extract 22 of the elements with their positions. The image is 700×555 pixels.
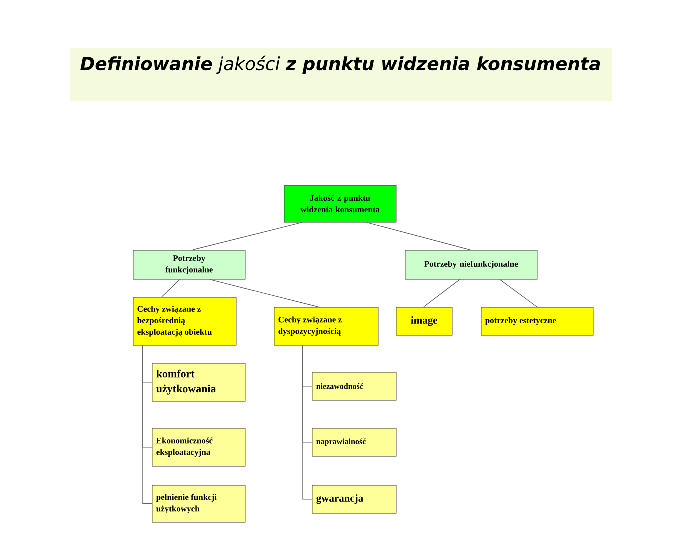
connector-line [424,279,460,308]
feature-box: Cechy związane z bezpośrednią eksploatacją obiektu [133,297,237,346]
feature-box: Cechy związane z dyspozycyjnością [274,307,379,346]
connector-line [142,345,152,504]
title-banner: Definiowanie jakości z punktu widzenia konsumenta [70,48,612,101]
attribute-box: naprawialność [312,428,397,457]
category-box: Potrzeby funkcjonalne [133,250,246,280]
attribute-box: pełnienie funkcji użytkowych [152,485,246,523]
feature-box: image [396,307,453,336]
connector-line [210,279,318,308]
connector-line [500,279,538,308]
attribute-box: komfort użytkowania [152,363,246,402]
connector-line [192,222,302,250]
attribute-box: gwarancja [312,485,397,514]
category-box: Potrzeby niefunkcjonalne [405,250,538,280]
connector-line [162,279,180,298]
connector-line [366,222,470,250]
connector-line [302,345,312,500]
root-box: Jakość z punktu widzenia konsumenta [284,185,397,223]
attribute-box: Ekonomiczność eksploatacyjna [152,428,246,467]
attribute-box: niezawodność [312,372,397,401]
feature-box: potrzeby estetyczne [481,307,594,336]
